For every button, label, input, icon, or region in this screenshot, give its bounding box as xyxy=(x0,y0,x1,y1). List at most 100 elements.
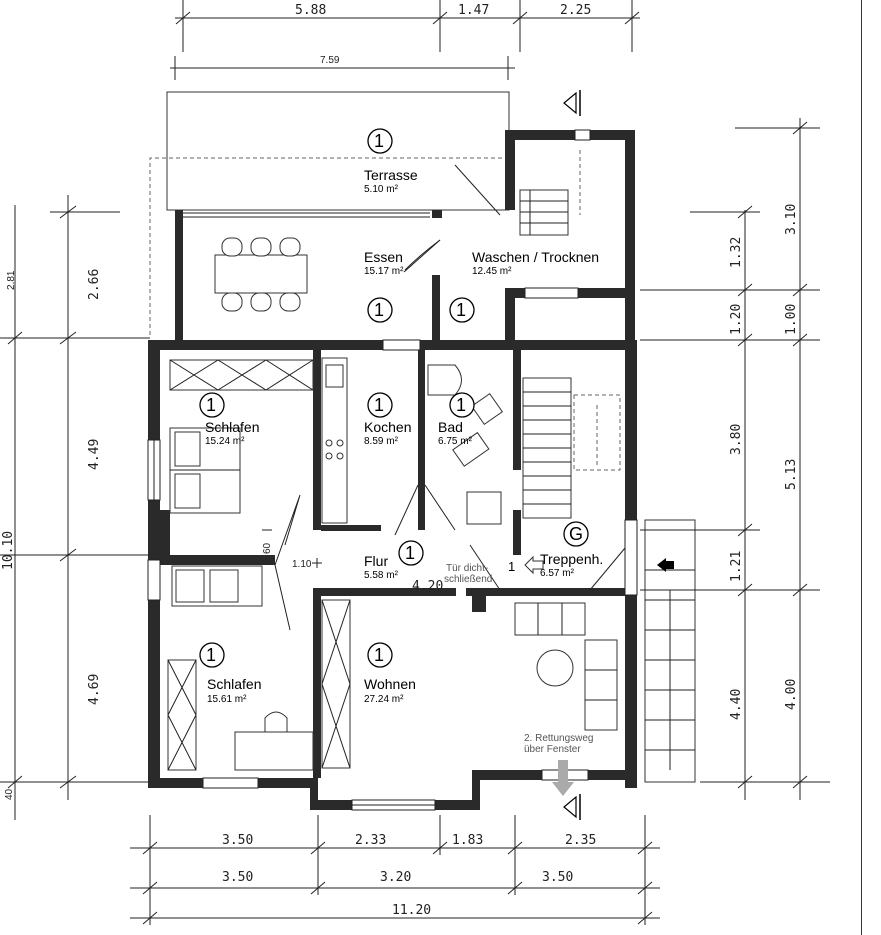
room-label-treppenh: G Treppenh. 6.57 m² xyxy=(540,521,603,579)
room-label-bad: 1 Bad 6.75 m² xyxy=(438,392,475,447)
room-area-flur: 5.58 m² xyxy=(364,570,399,581)
room-area-terrasse: 5.10 m² xyxy=(364,184,399,195)
svg-text:1: 1 xyxy=(456,300,466,320)
room-name-waschen: Waschen / Trocknen xyxy=(472,249,599,265)
room-area-schlafen2: 15.61 m² xyxy=(207,694,247,705)
room-label-kochen: 1 Kochen 8.59 m² xyxy=(364,392,411,447)
room-name-wohnen: Wohnen xyxy=(364,676,416,692)
svg-text:G: G xyxy=(569,524,583,544)
dim-bottom-row2-3: 3.50 xyxy=(542,870,573,885)
bed-bedroom2 xyxy=(171,565,263,607)
bathroom-fixtures xyxy=(427,364,504,525)
svg-text:1: 1 xyxy=(206,395,216,415)
svg-text:1: 1 xyxy=(405,543,415,563)
bottom-dimensions: 3.50 2.33 1.83 2.35 3.50 3.20 3.50 11.20 xyxy=(130,815,660,925)
dim-right-2: 1.20 xyxy=(729,304,744,335)
dim-right-outer-3: 5.13 xyxy=(784,459,799,490)
wardrobe-bedroom2 xyxy=(167,659,197,771)
dim-right-outer-1: 3.10 xyxy=(784,204,799,235)
dim-inner-hall: 4.20 xyxy=(412,579,443,594)
top-dimensions: 5.88 1.47 2.25 7.59 xyxy=(170,0,640,80)
right-dimensions: 1.32 1.20 3.80 1.21 4.40 3.10 1.00 5.13 … xyxy=(640,118,830,800)
svg-text:1: 1 xyxy=(374,645,384,665)
room-label-schlafen2: 1 Schlafen 15.61 m² xyxy=(199,642,261,705)
bed-bedroom1 xyxy=(169,427,241,514)
dim-right-1: 1.32 xyxy=(729,237,744,268)
dim-left-4: 10.10 xyxy=(1,531,16,570)
room-label-waschen: Waschen / Trocknen 12.45 m² 1 xyxy=(449,249,599,323)
dim-right-5: 4.40 xyxy=(729,689,744,720)
dim-left-3: 4.49 xyxy=(87,439,102,470)
room-name-kochen: Kochen xyxy=(364,419,411,435)
escape-note: 2. Rettungsweg über Fenster xyxy=(524,733,594,755)
door-swings xyxy=(274,164,626,631)
svg-text:1: 1 xyxy=(206,645,216,665)
walls xyxy=(148,130,637,810)
dim-left-1: 2.81 xyxy=(6,270,17,290)
room-label-flur: 1 Flur 5.58 m² xyxy=(364,540,424,581)
dim-bottom-2: 2.33 xyxy=(355,833,386,848)
svg-text:schließend: schließend xyxy=(444,574,492,585)
dim-left-5: 4.69 xyxy=(87,674,102,705)
room-area-essen: 15.17 m² xyxy=(364,266,404,277)
room-name-flur: Flur xyxy=(364,553,388,569)
room-name-bad: Bad xyxy=(438,419,463,435)
room-area-treppenh: 6.57 m² xyxy=(540,568,575,579)
dim-top-2: 1.47 xyxy=(458,3,489,18)
dim-bottom-3: 1.83 xyxy=(452,833,483,848)
svg-text:über Fenster: über Fenster xyxy=(524,744,581,755)
room-name-essen: Essen xyxy=(364,249,403,265)
svg-text:1: 1 xyxy=(374,300,384,320)
staircase xyxy=(522,377,621,519)
desk-bedroom2 xyxy=(234,711,314,771)
svg-text:1: 1 xyxy=(374,131,384,151)
room-name-schlafen1: Schlafen xyxy=(205,419,259,435)
svg-text:1: 1 xyxy=(456,395,466,415)
laundry-stairs xyxy=(519,150,581,236)
dim-bottom-row2-1: 3.50 xyxy=(222,870,253,885)
escape-arrow xyxy=(552,760,574,796)
dim-left-2: 2.66 xyxy=(87,269,102,300)
room-area-schlafen1: 15.24 m² xyxy=(205,436,245,447)
dim-bottom-4: 2.35 xyxy=(565,833,596,848)
room-area-waschen: 12.45 m² xyxy=(472,266,512,277)
section-mark-bottom xyxy=(563,794,581,820)
room-name-schlafen2: Schlafen xyxy=(207,676,261,692)
door-note: Tür dicht- schließend 1 xyxy=(444,559,515,585)
exterior-stairs xyxy=(644,519,696,783)
room-label-wohnen: 1 Wohnen 27.24 m² xyxy=(364,642,416,705)
room-label-terrasse: 1 Terrasse 5.10 m² xyxy=(364,128,418,195)
dim-inner-60: 60 xyxy=(262,542,273,554)
dim-bottom-1: 3.50 xyxy=(222,833,253,848)
room-area-kochen: 8.59 m² xyxy=(364,436,399,447)
dim-right-outer-4: 4.00 xyxy=(784,679,799,710)
room-area-bad: 6.75 m² xyxy=(438,436,473,447)
dim-bottom-row2-2: 3.20 xyxy=(380,870,411,885)
svg-text:Tür dicht-: Tür dicht- xyxy=(446,563,488,574)
dim-right-3: 3.80 xyxy=(729,424,744,455)
dining-table xyxy=(214,237,308,312)
room-area-wohnen: 27.24 m² xyxy=(364,694,404,705)
inner-dimensions: 1.10 60 4.20 xyxy=(262,529,443,594)
dim-left-6: 40 xyxy=(4,788,15,800)
svg-text:1: 1 xyxy=(374,395,384,415)
dim-top-3: 2.25 xyxy=(560,3,591,18)
dim-right-4: 1.21 xyxy=(729,551,744,582)
room-name-treppenh: Treppenh. xyxy=(540,551,603,567)
living-furniture xyxy=(514,602,618,731)
room-label-essen: Essen 15.17 m² 1 xyxy=(364,249,404,323)
right-frame-line xyxy=(861,0,862,935)
dim-top-1: 5.88 xyxy=(295,3,326,18)
room-name-terrasse: Terrasse xyxy=(364,167,418,183)
dim-top-overall: 7.59 xyxy=(320,55,340,66)
kitchen-counter xyxy=(321,357,348,524)
dim-inner-door: 1.10 xyxy=(292,559,312,570)
left-dimensions: 2.81 2.66 4.49 10.10 4.69 40 xyxy=(0,195,150,820)
section-mark-top xyxy=(563,90,581,116)
dim-bottom-total: 11.20 xyxy=(392,903,431,918)
svg-text:1: 1 xyxy=(508,559,515,574)
svg-text:2. Rettungsweg: 2. Rettungsweg xyxy=(524,733,594,744)
dim-right-outer-2: 1.00 xyxy=(784,304,799,335)
room-label-schlafen1: 1 Schlafen 15.24 m² xyxy=(199,392,259,447)
